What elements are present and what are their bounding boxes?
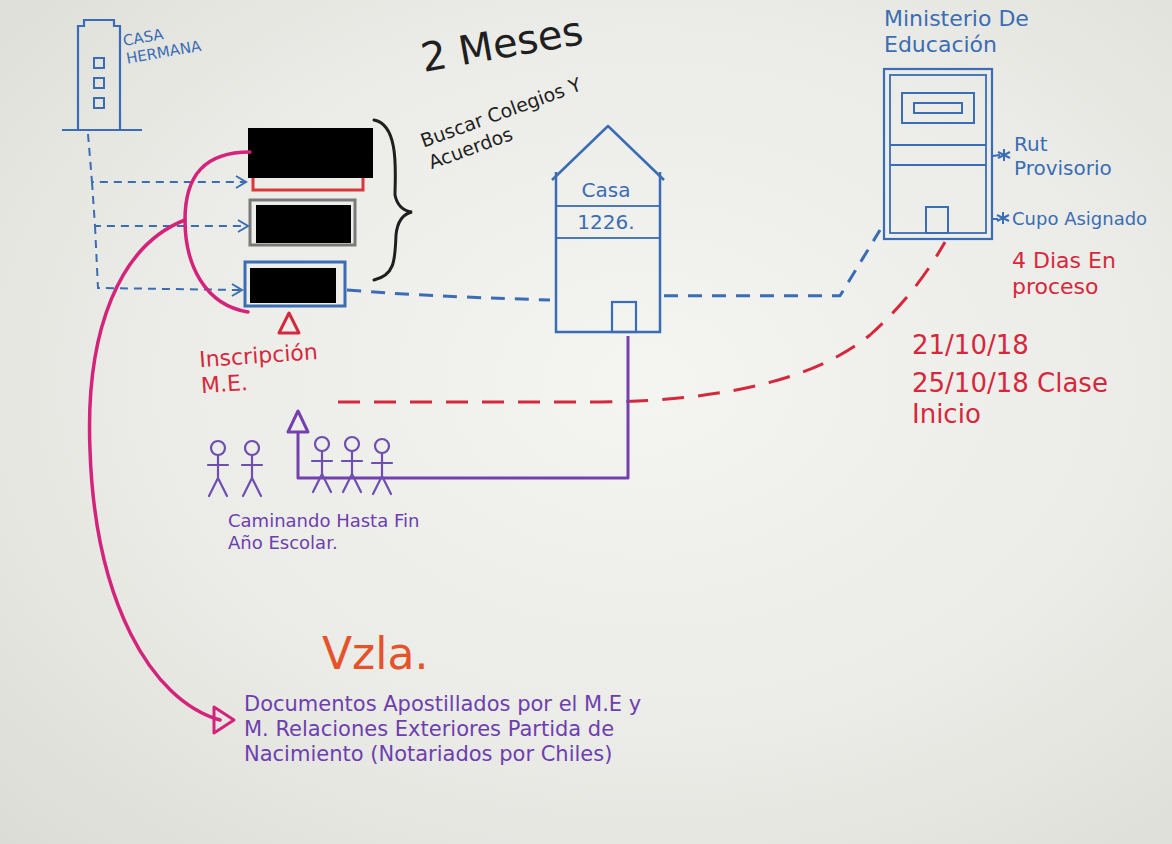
task-note: Buscar Colegios Y Acuerdos	[417, 72, 594, 174]
date-label: 21/10/18	[912, 330, 1029, 361]
door	[612, 302, 636, 332]
dashed-line	[347, 290, 550, 300]
figure-head	[345, 437, 359, 451]
pink-bracket	[185, 152, 250, 312]
step-label: Inscripción M.E.	[198, 337, 351, 400]
dashed-arrow	[95, 226, 240, 290]
duration-note: 2 Meses	[417, 6, 586, 82]
window	[902, 93, 974, 123]
curly-brace	[374, 120, 412, 280]
building-wall	[884, 69, 992, 239]
figure-head	[245, 441, 259, 455]
arrow-head	[238, 220, 248, 232]
date-label: 25/10/18 Clase Inicio	[912, 368, 1150, 430]
redaction-block	[248, 128, 373, 178]
sister-house: CASA HERMANA	[62, 18, 225, 143]
redaction-block	[250, 268, 336, 303]
ministry-building: Ministerio De Educación	[880, 6, 1058, 242]
asterisk	[997, 212, 1009, 224]
arrow-head	[288, 411, 308, 432]
box-outline	[250, 200, 355, 245]
ground-line	[62, 129, 142, 131]
window	[94, 98, 104, 108]
dashed-connector	[664, 230, 880, 296]
bullet-leader	[993, 218, 998, 220]
arrow-head	[236, 176, 246, 188]
figure-body	[342, 451, 362, 492]
figure-body	[312, 451, 332, 492]
dashed-line	[338, 242, 945, 402]
figure-head	[315, 437, 329, 451]
node-text: 1226.	[552, 210, 660, 234]
box-outline	[245, 262, 345, 306]
building-wall	[890, 75, 986, 233]
bullet-leader	[993, 155, 1000, 156]
roof	[552, 126, 664, 180]
walking-path	[298, 336, 628, 478]
window-bar	[914, 103, 962, 113]
door	[926, 207, 948, 233]
redaction-block	[256, 205, 351, 243]
process-note: 4 Dias En proceso	[1012, 248, 1142, 301]
arrow-head	[214, 707, 234, 733]
country-label: Vzla.	[322, 628, 428, 681]
stick-figures	[208, 437, 392, 496]
figure-body	[208, 455, 228, 496]
figure-head	[211, 441, 225, 455]
arrow-head	[232, 284, 242, 296]
figure-body	[242, 455, 262, 496]
window	[94, 78, 104, 88]
node-title: CASA HERMANA	[122, 16, 219, 67]
documents-note: Documentos Apostillados por el M.E y M. …	[244, 692, 664, 768]
requirement-item: Cupo Asignado	[1012, 208, 1147, 230]
node-title: Ministerio De Educación	[884, 6, 1056, 59]
dashed-arrow	[92, 182, 246, 226]
building-wall	[78, 20, 120, 130]
figure-head	[375, 439, 389, 453]
figure-body	[372, 453, 392, 494]
floor-line	[890, 145, 986, 165]
arrow-head	[279, 313, 299, 333]
node-title: Casa	[552, 178, 660, 202]
walking-note: Caminando Hasta Fin Año Escolar.	[228, 510, 433, 553]
requirement-item: Rut Provisorio	[1014, 132, 1136, 180]
window	[94, 58, 104, 68]
pink-arrow	[90, 220, 220, 720]
house: Casa 1226.	[552, 122, 664, 334]
building-outline	[882, 67, 1002, 242]
asterisk	[998, 149, 1010, 161]
